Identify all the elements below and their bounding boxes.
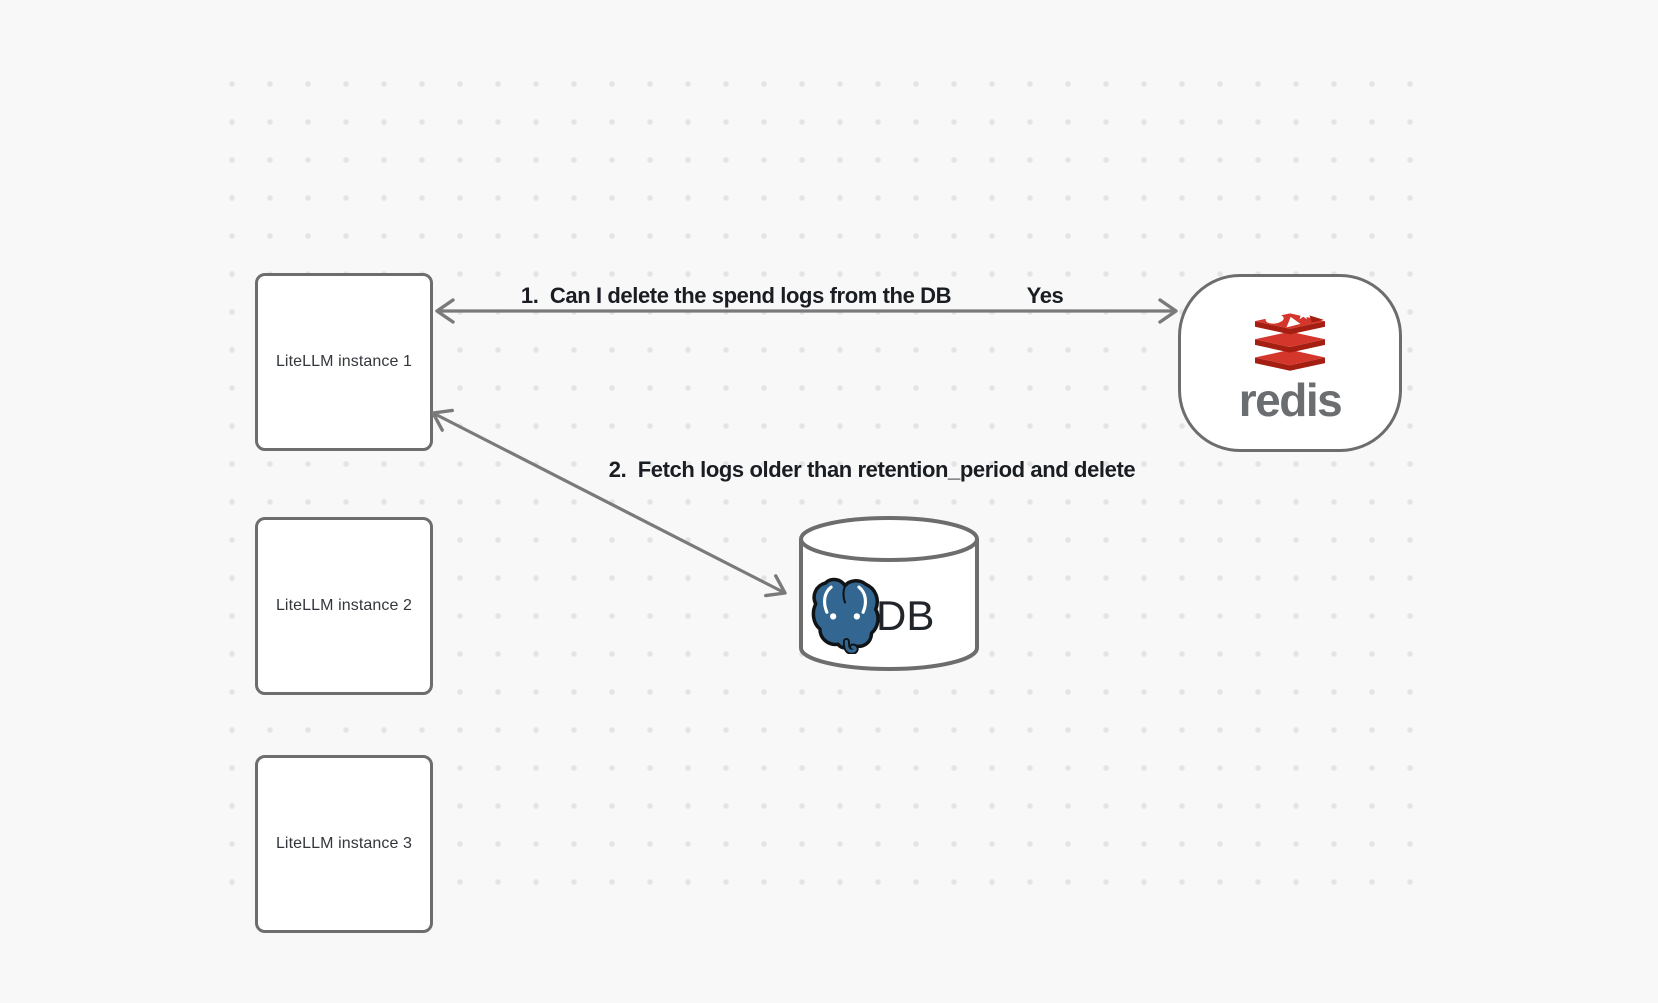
- db-node-content: DB: [810, 576, 934, 654]
- redis-stack-icon: [1255, 307, 1325, 371]
- node-litellm-instance-3-label: LiteLLM instance 3: [275, 835, 413, 852]
- node-litellm-instance-2[interactable]: LiteLLM instance 2: [255, 517, 433, 695]
- edge-label-yes[interactable]: Yes: [1026, 283, 1064, 308]
- node-litellm-instance-1-label: LiteLLM instance 1: [275, 353, 413, 370]
- edge-label-fetch-logs[interactable]: 2. Fetch logs older than retention_perio…: [608, 457, 1136, 482]
- node-litellm-instance-3[interactable]: LiteLLM instance 3: [255, 755, 433, 933]
- node-db-label: DB: [876, 592, 935, 639]
- node-postgres-db[interactable]: DB: [794, 512, 984, 676]
- edge-label-delete-spend-logs[interactable]: 1. Can I delete the spend logs from the …: [520, 283, 952, 308]
- node-litellm-instance-1[interactable]: LiteLLM instance 1: [255, 273, 433, 451]
- node-redis[interactable]: redis: [1178, 274, 1402, 452]
- postgresql-elephant-icon: [811, 577, 880, 654]
- node-litellm-instance-2-label: LiteLLM instance 2: [275, 597, 413, 614]
- node-redis-label: redis: [1238, 374, 1343, 426]
